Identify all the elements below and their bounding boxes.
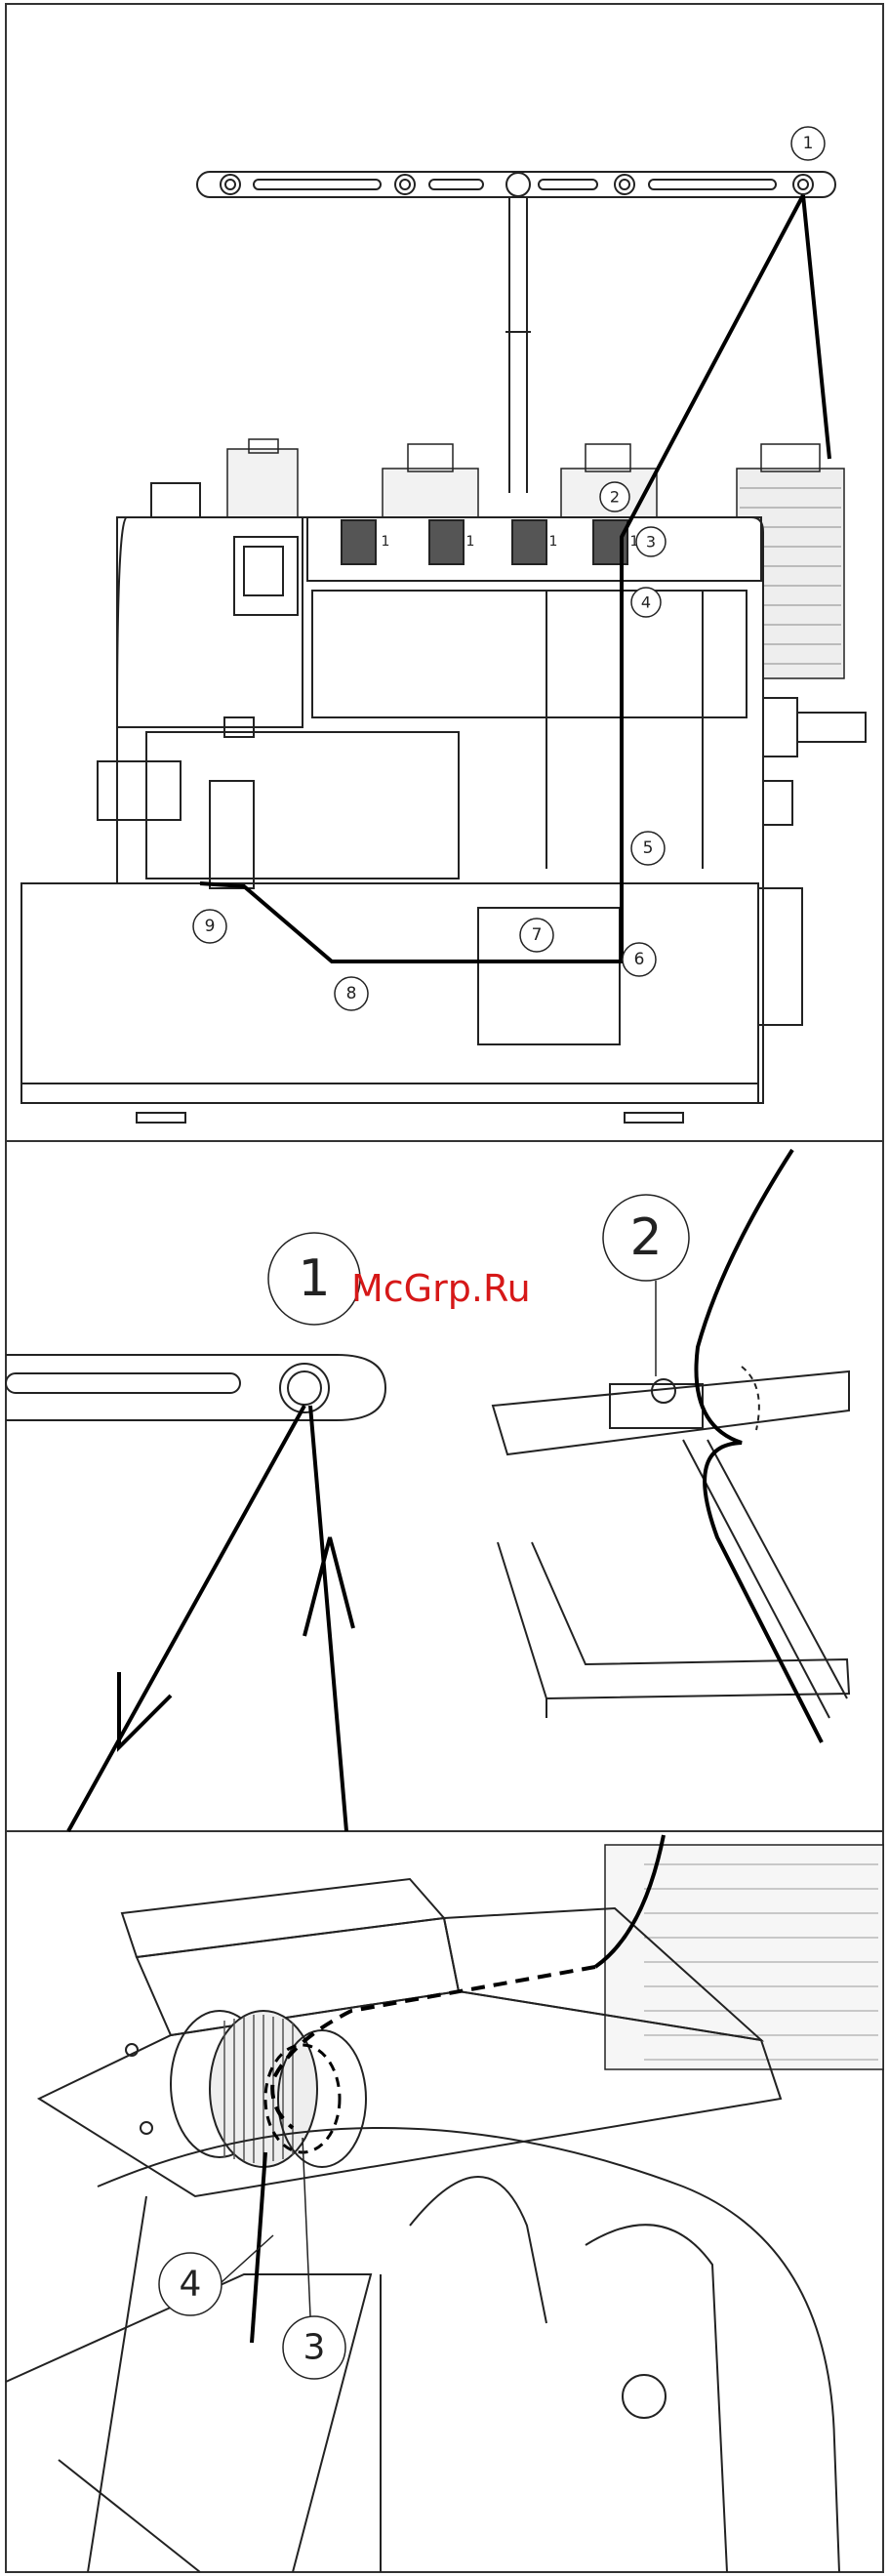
panel-overview: 1 1 1 1 1 2 3 4 5 6 7 xyxy=(21,127,866,1123)
cones-perspective xyxy=(605,1845,883,2069)
callout-5: 5 xyxy=(643,838,654,858)
callout-4: 4 xyxy=(641,593,651,612)
callout-6: 6 xyxy=(634,950,645,969)
watermark: McGrp.Ru xyxy=(351,1267,531,1310)
panel-guide-closeups: 1 McGrp.Ru 2 xyxy=(6,1150,849,1831)
machine-body xyxy=(21,483,866,1123)
thread-stand-bar xyxy=(197,172,835,493)
callout-8: 8 xyxy=(346,984,357,1003)
callout-1: 1 xyxy=(803,134,814,153)
tension-dial-label: 1 xyxy=(382,534,390,550)
callout-4-closeup: 4 xyxy=(180,2265,202,2305)
tension-dial-perspective xyxy=(126,2011,366,2167)
callout-2: 2 xyxy=(610,488,620,507)
callout-9: 9 xyxy=(205,917,216,936)
callout-1-closeup: 1 xyxy=(298,1249,330,1308)
tension-dial-label: 1 xyxy=(549,534,558,550)
panel-perspective-closeup: 4 3 xyxy=(6,1835,883,2572)
callout-3: 3 xyxy=(646,533,656,552)
callout-2-closeup: 2 xyxy=(629,1208,662,1267)
tension-dial-label: 1 xyxy=(466,534,475,550)
callout-7: 7 xyxy=(532,925,543,945)
callout-3-closeup: 3 xyxy=(303,2328,326,2368)
